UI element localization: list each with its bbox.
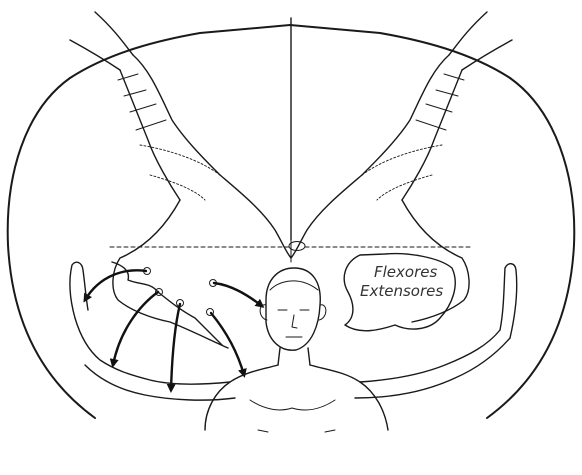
- arrow-to-shoulder: [211, 313, 244, 375]
- white-matter-boundary-right: [362, 145, 442, 200]
- arrow-to-upper-arm-left: [171, 304, 180, 390]
- hair: [270, 281, 318, 290]
- dorsal-horn-left-outer: [133, 55, 220, 175]
- arrow-to-head: [214, 283, 262, 306]
- chest-lines: [250, 400, 335, 432]
- arrow-to-forearm-left: [113, 292, 158, 365]
- dorsal-horn-right-upper: [402, 70, 462, 200]
- nose: [292, 315, 297, 328]
- hand-right: [500, 264, 517, 338]
- dorsal-horn-right-outer: [362, 55, 449, 175]
- arm-right: [355, 330, 510, 398]
- projection-arrows: [85, 270, 262, 390]
- arm-left: [75, 318, 235, 400]
- extensores-label: Extensores: [360, 282, 443, 301]
- human-figure: [70, 262, 517, 432]
- gray-matter-left: [113, 175, 291, 348]
- white-matter-boundary-left: [140, 145, 220, 200]
- anterior-horn-left: [112, 262, 222, 345]
- dorsal-horn-left-upper: [120, 70, 180, 200]
- flexores-label: Flexores: [374, 263, 437, 282]
- hand-left: [70, 262, 88, 318]
- head-outline: [266, 268, 320, 350]
- posterior-funiculus-outline: [70, 25, 510, 78]
